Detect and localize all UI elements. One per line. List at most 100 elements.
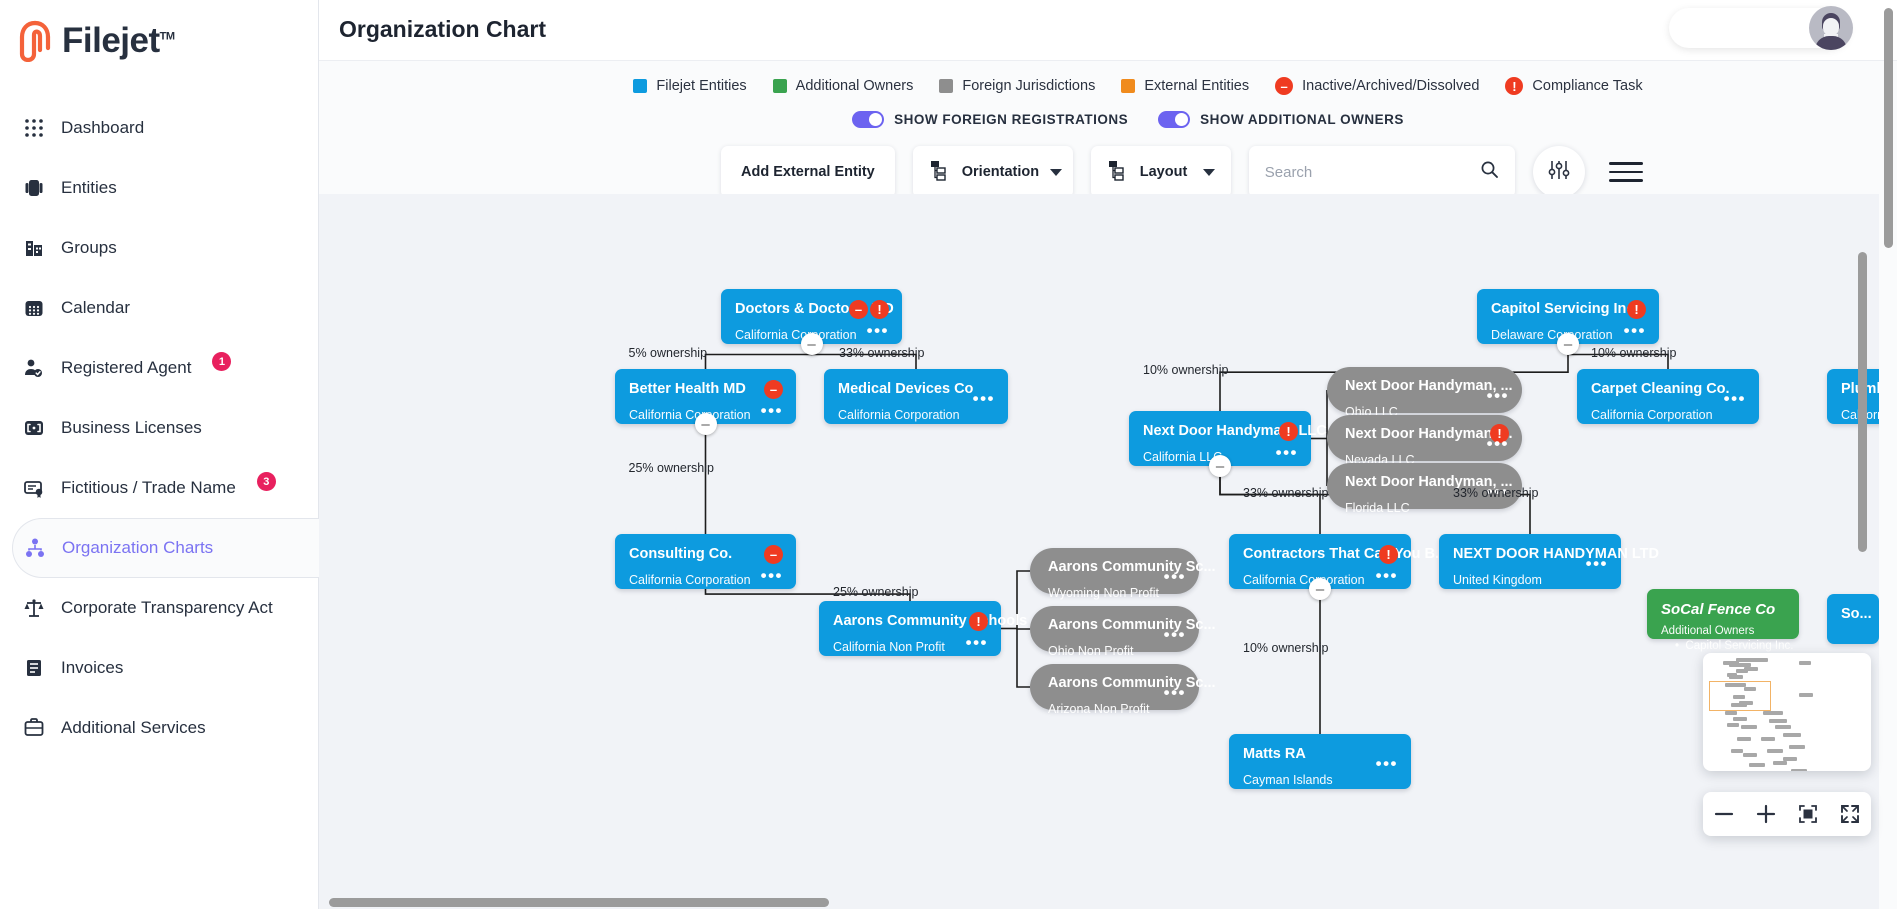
- fullscreen-button[interactable]: [1835, 799, 1865, 829]
- node-menu-button[interactable]: •••: [972, 389, 995, 408]
- toggle-show-foreign-registrations[interactable]: SHOW FOREIGN REGISTRATIONS: [852, 111, 1128, 128]
- node-title: Medical Devices Co: [838, 381, 974, 397]
- legend-item-additional-owners: Additional Owners: [772, 78, 913, 94]
- chart-node[interactable]: Plumbing Inc.California Corporation!•••–: [1827, 369, 1879, 424]
- app-logo[interactable]: FilejetTM: [0, 0, 318, 63]
- search-icon[interactable]: [1480, 160, 1499, 184]
- node-menu-button[interactable]: •••: [1375, 754, 1398, 773]
- orientation-dropdown[interactable]: Orientation: [912, 146, 1073, 198]
- chart-node[interactable]: Aarons Community Sc...Ohio Non Profit•••: [1030, 606, 1216, 658]
- sidebar-item-groups[interactable]: Groups: [0, 218, 318, 278]
- fit-to-screen-button[interactable]: [1793, 799, 1823, 829]
- node-title: Capitol Servicing Inc.: [1491, 301, 1639, 317]
- zoom-in-button[interactable]: [1751, 799, 1781, 829]
- chart-node[interactable]: Carpet Cleaning Co.California Corporatio…: [1577, 369, 1759, 424]
- collapse-toggle[interactable]: –: [694, 413, 717, 435]
- chart-node[interactable]: Next Door Handyman, ...Ohio LLC•••: [1327, 367, 1522, 419]
- zoom-out-button[interactable]: [1709, 799, 1739, 829]
- legend-swatch: [633, 79, 648, 93]
- node-menu-button[interactable]: •••: [1163, 683, 1186, 702]
- compliance-task-icon[interactable]: !: [1279, 422, 1298, 441]
- page-scrollbar[interactable]: [1884, 8, 1893, 248]
- layout-dropdown[interactable]: Layout: [1090, 146, 1231, 198]
- edge-ownership-label: 25% ownership: [833, 585, 919, 600]
- minimap-viewport-rect[interactable]: [1709, 681, 1771, 711]
- node-menu-button[interactable]: •••: [1585, 554, 1608, 573]
- node-subtitle: Additional Owners: [1661, 625, 1755, 637]
- node-menu-button[interactable]: •••: [760, 401, 783, 420]
- node-menu-button[interactable]: •••: [965, 633, 988, 652]
- minimap[interactable]: [1703, 653, 1871, 771]
- add-external-entity-label: Add External Entity: [741, 164, 875, 180]
- compliance-task-icon[interactable]: !: [870, 300, 889, 319]
- node-menu-button[interactable]: •••: [1486, 386, 1509, 405]
- edge-ownership-label: 10% ownership: [1243, 640, 1329, 655]
- chart-node[interactable]: Contractors That Call You B...California…: [1229, 534, 1447, 600]
- search-box[interactable]: [1248, 146, 1515, 198]
- toggle-switch[interactable]: [1158, 111, 1191, 128]
- collapse-toggle[interactable]: –: [1309, 578, 1331, 600]
- add-external-entity-button[interactable]: Add External Entity: [721, 146, 895, 198]
- toggle-switch[interactable]: [852, 111, 885, 128]
- node-title: Better Health MD: [629, 381, 746, 397]
- toggle-show-additional-owners[interactable]: SHOW ADDITIONAL OWNERS: [1158, 111, 1404, 128]
- node-menu-button[interactable]: •••: [760, 566, 783, 585]
- chart-node[interactable]: Aarons Community Sc...Arizona Non Profit…: [1030, 664, 1216, 716]
- hamburger-menu-icon[interactable]: [1608, 162, 1643, 182]
- legend-item-filejet-entities: Filejet Entities: [633, 78, 747, 94]
- sidebar-item-calendar[interactable]: Calendar: [0, 278, 318, 338]
- node-menu-button[interactable]: •••: [1486, 434, 1509, 453]
- avatar[interactable]: [1809, 6, 1853, 50]
- sidebar-item-business-licenses[interactable]: Business Licenses: [0, 398, 318, 458]
- chart-node[interactable]: Consulting Co.California Corporation–•••: [615, 534, 796, 589]
- compliance-task-icon[interactable]: !: [969, 612, 988, 631]
- node-menu-button[interactable]: •••: [866, 321, 889, 340]
- collapse-toggle[interactable]: –: [800, 333, 823, 355]
- compliance-task-icon[interactable]: !: [1627, 300, 1646, 319]
- node-menu-button[interactable]: •••: [1163, 567, 1186, 586]
- canvas-vertical-scrollbar[interactable]: [1858, 252, 1867, 552]
- sidebar-item-dashboard[interactable]: Dashboard: [0, 98, 318, 158]
- toggle-label: SHOW ADDITIONAL OWNERS: [1200, 112, 1404, 127]
- node-menu-button[interactable]: •••: [1723, 389, 1746, 408]
- node-menu-button[interactable]: •••: [1623, 321, 1646, 340]
- chart-node[interactable]: Aarons Community Sc...Wyoming Non Profit…: [1030, 548, 1216, 600]
- avatar-face: [1823, 18, 1839, 36]
- minimap-node-marker: [1736, 683, 1746, 687]
- search-input[interactable]: [1264, 163, 1465, 181]
- sidebar-item-corporate-transparency-act[interactable]: Corporate Transparency Act: [0, 578, 318, 638]
- node-menu-button[interactable]: •••: [1275, 443, 1298, 462]
- node-menu-button[interactable]: •••: [1375, 566, 1398, 585]
- chart-node[interactable]: Next Door Handyman, ...Florida LLC•••: [1327, 463, 1522, 515]
- compliance-task-icon[interactable]: !: [1379, 545, 1398, 564]
- chart-node[interactable]: Next Door Handyman, ...Nevada LLC!•••: [1327, 415, 1522, 467]
- sidebar-item-label: Fictitious / Trade Name: [61, 478, 236, 497]
- collapse-toggle[interactable]: –: [1557, 333, 1579, 355]
- compliance-task-icon[interactable]: !: [1490, 424, 1509, 443]
- chart-node[interactable]: Capitol Servicing Inc.Delaware Corporati…: [1477, 289, 1659, 355]
- sidebar-item-entities[interactable]: Entities: [0, 158, 318, 218]
- node-menu-button[interactable]: •••: [1163, 625, 1186, 644]
- chart-node[interactable]: So...: [1827, 594, 1879, 644]
- minimap-node-marker: [1799, 661, 1811, 665]
- filter-settings-button[interactable]: [1532, 146, 1585, 198]
- collapse-toggle[interactable]: –: [1209, 455, 1231, 477]
- sidebar-item-organization-charts[interactable]: Organization Charts: [12, 518, 319, 578]
- sidebar-item-additional-services[interactable]: Additional Services: [0, 698, 318, 758]
- node-menu-button[interactable]: •••: [1486, 482, 1509, 501]
- canvas-horizontal-scrollbar[interactable]: [329, 898, 829, 907]
- sidebar-item-invoices[interactable]: Invoices: [0, 638, 318, 698]
- scales-icon: [22, 596, 46, 620]
